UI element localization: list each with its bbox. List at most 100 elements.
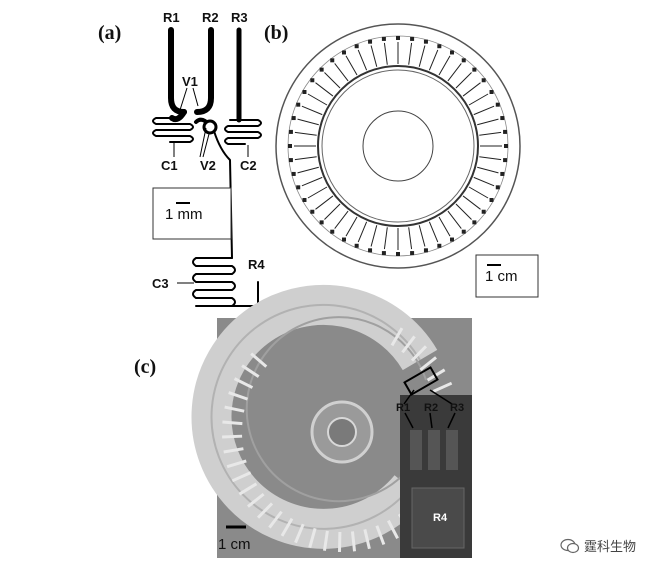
panel-a-c1-label: C1 [161, 158, 178, 173]
disc-channel [447, 63, 462, 82]
disc-reservoir [368, 248, 373, 253]
disc-reservoir [302, 90, 307, 94]
disc-channel [473, 105, 495, 116]
disc-channel [462, 195, 481, 210]
disc-channel [438, 55, 451, 76]
disc-reservoir [489, 198, 494, 202]
photo-channel [256, 502, 274, 519]
watermark-text: 霆科生物 [584, 540, 637, 555]
panel-c-r1-label: R1 [396, 402, 411, 414]
panel-a-v1-label: V1 [182, 74, 198, 89]
disc-channel [324, 203, 341, 220]
disc-reservoir [481, 78, 486, 83]
disc-reservoir [461, 229, 466, 234]
disc-reservoir [310, 78, 315, 83]
panel-a-r1-label: R1 [163, 10, 180, 25]
panel-b-label: (b) [264, 22, 289, 44]
photo-channel [401, 335, 416, 354]
photo-channel [350, 531, 357, 552]
disc-channel [438, 216, 451, 237]
disc-reservoir [310, 209, 315, 214]
disc-reservoir [288, 158, 293, 163]
disc-channel [294, 131, 317, 136]
disc-reservoir [354, 44, 359, 49]
panel-a-r4-label: R4 [248, 257, 265, 272]
disc-reservoir [288, 144, 292, 148]
disc-reservoir [291, 116, 296, 121]
disc-channel [297, 166, 319, 174]
photo-channel [419, 356, 437, 372]
disc-channel [297, 118, 319, 126]
disc-reservoir [330, 229, 335, 234]
panel-c-disc-photo [191, 284, 472, 558]
watermark: 霆科生物 [560, 536, 636, 555]
photo-channel [228, 391, 249, 401]
disc-channel [301, 176, 323, 187]
disc-channel [408, 227, 413, 250]
disc-reservoir [472, 220, 477, 225]
panel-c-r2-label: R2 [424, 402, 439, 414]
panel-b-disc-group [275, 23, 521, 269]
disc-channel [357, 221, 368, 243]
panel-a-label: (a) [98, 22, 122, 44]
disc-channel [468, 186, 489, 199]
photo-channel [387, 519, 399, 540]
panel-c-label: (c) [134, 356, 157, 378]
panel-a-v2-label: V2 [200, 158, 216, 173]
panel-a-c3-label: C3 [152, 276, 169, 291]
disc-reservoir [495, 185, 500, 190]
disc-reservoir [342, 50, 346, 55]
disc-reservoir [396, 252, 400, 256]
disc-reservoir [437, 243, 442, 248]
photo-channel [231, 471, 252, 483]
disc-channel [455, 72, 472, 89]
photo-channel [294, 523, 305, 544]
disc-reservoir [330, 58, 335, 63]
photo-channel [250, 352, 268, 368]
panel-a-scale-bar-label: 1 mm [165, 206, 203, 223]
disc-reservoir [302, 198, 307, 202]
disc-channel [428, 221, 439, 243]
photo-channel [410, 345, 428, 362]
disc-channel [357, 49, 368, 71]
disc-reservoir [354, 243, 359, 248]
disc-channel [345, 216, 358, 237]
disc-reservoir [319, 220, 324, 225]
photo-channel [222, 420, 243, 426]
disc-channel [315, 82, 334, 97]
panel-a-r3-label: R3 [231, 10, 248, 25]
disc-channel [418, 225, 426, 247]
photo-channel [223, 447, 244, 454]
photo-channel [241, 364, 260, 378]
disc-channel [383, 42, 388, 65]
disc-reservoir [503, 129, 508, 134]
panel-c-r3-label: R3 [450, 402, 465, 414]
disc-channel [315, 195, 334, 210]
photo-channel [268, 510, 283, 529]
disc-channel [428, 49, 439, 71]
panel-c-scale-bar-label: 1 cm [218, 536, 251, 553]
photo-channel [238, 482, 258, 496]
disc-reservoir [296, 102, 301, 107]
disc-reservoir [381, 251, 386, 256]
disc-reservoir [489, 90, 494, 94]
disc-reservoir [423, 248, 428, 253]
disc-reservoir [500, 116, 505, 121]
disc-channel [408, 42, 413, 65]
disc-channel [455, 203, 472, 220]
disc-channel [334, 63, 349, 82]
disc-channel [418, 45, 426, 67]
disc-reservoir [450, 237, 454, 242]
disc-channel [324, 72, 341, 89]
disc-reservoir [288, 129, 293, 134]
disc-channel [370, 225, 378, 247]
disc-reservoir [472, 67, 477, 72]
disc-channel [468, 93, 489, 106]
wechat-icon [560, 538, 580, 554]
photo-channel [390, 327, 404, 347]
disc-reservoir [481, 209, 486, 214]
disc-channel [345, 55, 358, 76]
photo-channel [224, 405, 245, 413]
disc-reservoir [319, 67, 324, 72]
